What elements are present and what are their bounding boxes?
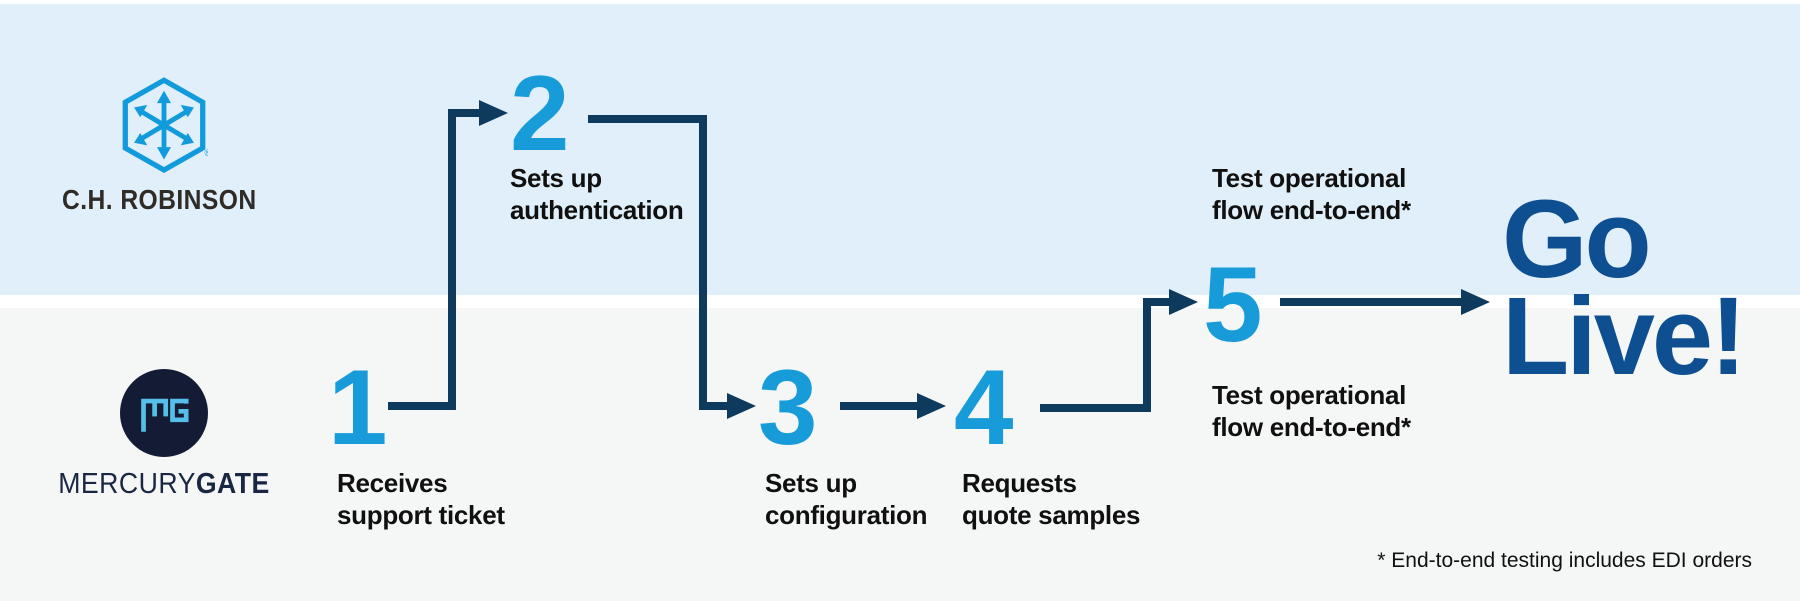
step-5-label-bottom: Test operational flow end-to-end* xyxy=(1212,380,1411,444)
go-live-line2: Live! xyxy=(1502,274,1747,398)
chrobinson-hexagon-logo-icon: ® xyxy=(122,77,208,174)
step-1-label: Receives support ticket xyxy=(337,468,505,532)
step-2-label-line1: Sets up xyxy=(510,163,602,193)
mercurygate-wordmark: MERCURYGATE xyxy=(50,468,278,501)
mercurygate-circle-logo-icon xyxy=(120,369,208,457)
mercurygate-wordmark-prefix: MERCURY xyxy=(58,468,196,500)
step-4-label-line1: Requests xyxy=(962,468,1077,498)
step-2-label: Sets up authentication xyxy=(510,163,684,227)
go-live-finish: Go Live! xyxy=(1502,178,1747,398)
mercurygate-lane xyxy=(0,308,1800,601)
go-live-line1: Go xyxy=(1502,178,1652,301)
chrobinson-wordmark: C.H. ROBINSON xyxy=(62,184,257,215)
step-5-label-top-line1: Test operational xyxy=(1212,163,1407,193)
step-4-number: 4 xyxy=(954,347,1013,467)
step-3-label: Sets up configuration xyxy=(765,468,928,532)
step-2-label-line2: authentication xyxy=(510,194,684,225)
step-4-label: Requests quote samples xyxy=(962,468,1140,532)
step-5-number: 5 xyxy=(1203,244,1262,364)
step-3-label-line2: configuration xyxy=(765,499,928,530)
step-3-label-line1: Sets up xyxy=(765,468,857,498)
footnote: * End-to-end testing includes EDI orders xyxy=(1377,549,1752,572)
step-2-number: 2 xyxy=(510,53,569,173)
step-3-number: 3 xyxy=(758,347,817,467)
step-4-label-line2: quote samples xyxy=(962,499,1141,530)
step-1-label-line2: support ticket xyxy=(337,499,505,530)
step-5-label-top: Test operational flow end-to-end* xyxy=(1212,163,1411,227)
chrobinson-lane xyxy=(0,4,1800,295)
step-5-label-top-line2: flow end-to-end* xyxy=(1212,194,1411,225)
chrobinson-trademark: ® xyxy=(204,148,208,158)
step-5-label-bottom-line1: Test operational xyxy=(1212,380,1407,410)
step-1-number: 1 xyxy=(328,347,387,467)
step-5-label-bottom-line2: flow end-to-end* xyxy=(1212,411,1411,442)
mercurygate-wordmark-suffix: GATE xyxy=(195,468,270,500)
step-1-label-line1: Receives xyxy=(337,468,448,498)
